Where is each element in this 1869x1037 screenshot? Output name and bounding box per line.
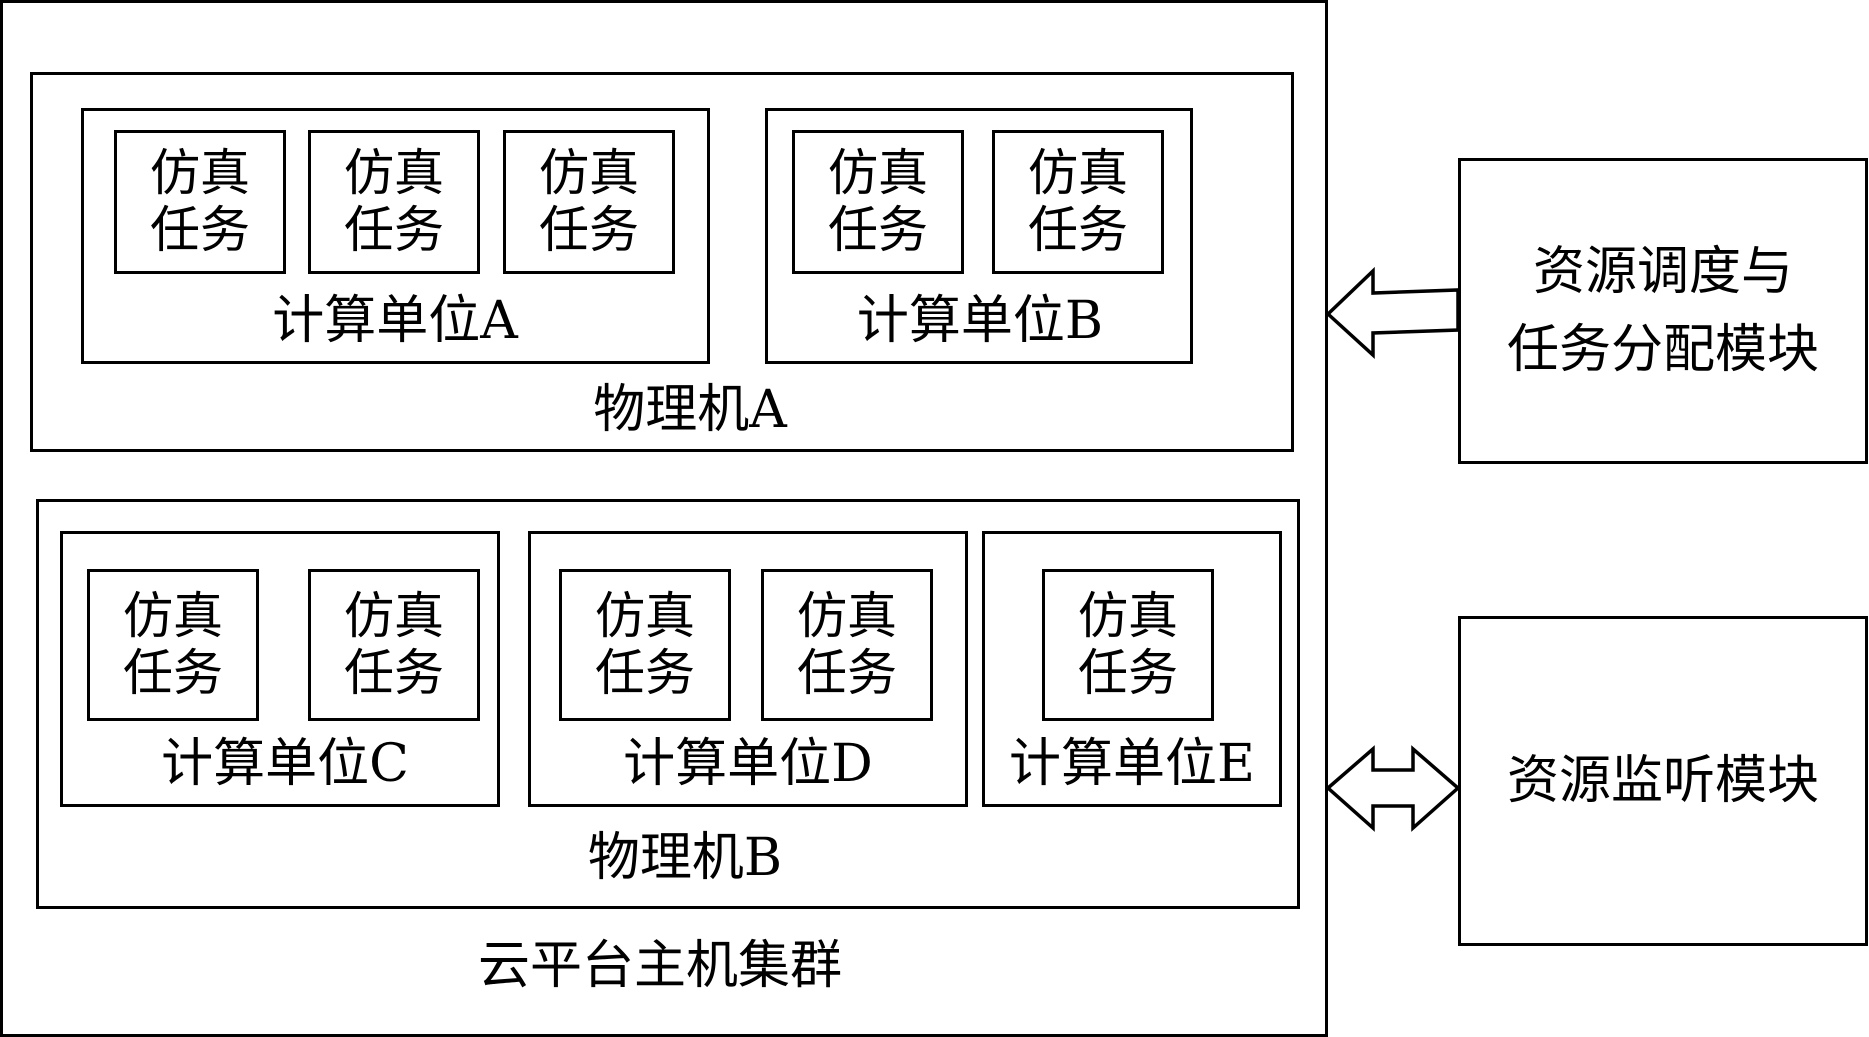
sim-task-box: 仿真 任务 [761,569,933,721]
arrow-monitor-cluster [1325,745,1461,832]
sim-task-box: 仿真 任务 [992,130,1164,274]
scheduler-module-label: 资源调度与 任务分配模块 [1506,242,1819,380]
sim-task-box: 仿真 任务 [559,569,731,721]
monitor-module-label: 资源监听模块 [1506,751,1819,811]
sim-task-box: 仿真 任务 [308,569,480,721]
sim-task-box: 仿真 任务 [1042,569,1214,721]
arrow-scheduler-to-cluster [1325,266,1460,359]
machine-b-label: 物理机B [587,828,783,888]
unit-e-label: 计算单位E [1009,734,1255,794]
machine-a-label: 物理机A [593,380,787,440]
unit-a-label: 计算单位A [272,291,518,351]
sim-task-box: 仿真 任务 [87,569,259,721]
sim-task-box: 仿真 任务 [503,130,675,274]
sim-task-box: 仿真 任务 [114,130,286,274]
scheduler-module-box: 资源调度与 任务分配模块 [1458,158,1868,464]
sim-task-box: 仿真 任务 [308,130,480,274]
unit-d-label: 计算单位D [623,734,873,794]
unit-c-label: 计算单位C [161,734,409,794]
monitor-module-box: 资源监听模块 [1458,616,1868,946]
sim-task-box: 仿真 任务 [792,130,964,274]
unit-b-label: 计算单位B [856,291,1104,351]
cluster-label: 云平台主机集群 [477,936,842,996]
